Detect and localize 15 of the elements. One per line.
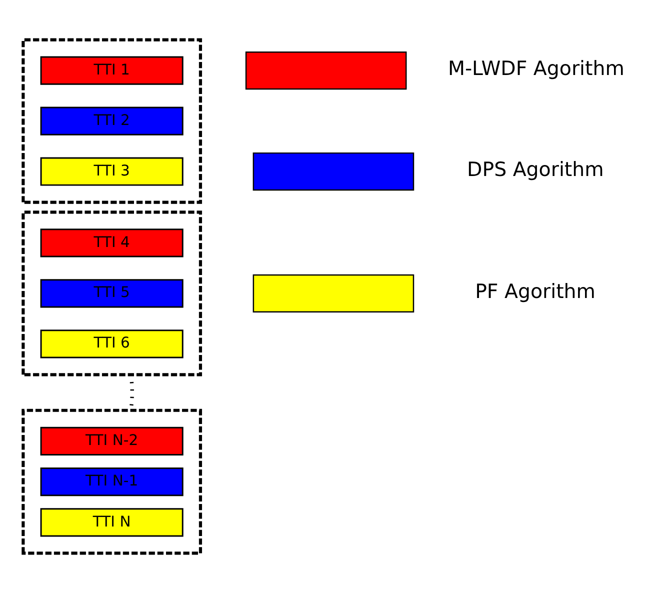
node-box: TTI 3 [40, 156, 184, 186]
node-box: TTI N-2 [40, 426, 184, 455]
legend-label: PF Agorithm [475, 280, 596, 303]
node-box: TTI 4 [40, 228, 184, 257]
node-box: TTI 1 [40, 56, 184, 84]
node-box: TTI 6 [40, 329, 184, 358]
cluster [22, 38, 202, 204]
node-box: TTI N-1 [40, 467, 184, 496]
legend-label: M-LWDF Agorithm [448, 56, 624, 80]
node-box: TTI 2 [40, 106, 184, 135]
cluster [22, 408, 202, 554]
legend-label: DPS Agorithm [467, 158, 604, 181]
cluster [22, 210, 202, 376]
node-box: TTI 5 [40, 278, 184, 308]
node-box: TTI N [40, 508, 184, 536]
